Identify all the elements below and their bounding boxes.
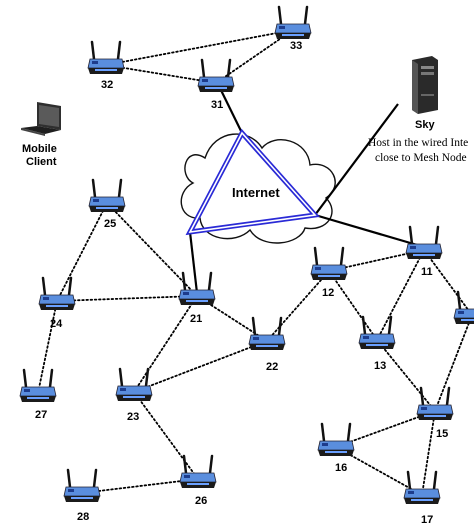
wireless-link-24-21 [56,295,198,302]
router-nodes: 11 12 13 15 16 17 21 22 23 24 25 26 27 28 31 32 33 [18,5,474,526]
wireless-link-21-23 [133,295,198,393]
router-node-26: 26 [178,454,218,507]
wireless-link-25-21 [106,202,198,297]
wired-link-21-triangle_left [188,231,199,294]
router-node-33: 33 [273,5,313,52]
router-label-33: 33 [290,40,302,52]
wireless-link-15-17 [421,410,436,496]
router-node-12: 12 [309,246,349,299]
wireless-router-icon [247,316,287,352]
router-label-31: 31 [211,99,223,111]
router-label-27: 27 [35,409,47,421]
sky-label: Sky [415,119,435,131]
router-label-15: 15 [436,428,448,440]
wireless-link-28-26 [81,478,199,494]
router-node-25: 25 [87,178,127,230]
wired-links [188,79,425,294]
router-label-25: 25 [104,218,116,230]
internet-label: Internet [232,185,280,200]
wireless-link-15-edge [434,314,473,412]
wireless-link-32-33 [105,29,294,66]
router-node-11: 11 [404,225,444,278]
wireless-router-icon [178,454,218,490]
router-node-edge [452,290,474,326]
router-label-21: 21 [190,313,202,325]
server-tower-icon [412,56,438,114]
router-node-27: 27 [18,368,58,421]
router-label-28: 28 [77,511,89,523]
router-label-23: 23 [127,411,139,423]
sky-caption-line1: Host in the wired Inte [368,137,468,149]
router-label-12: 12 [322,287,334,299]
wireless-router-icon [114,367,154,403]
router-node-32: 32 [86,40,126,91]
router-label-22: 22 [266,361,278,373]
internet-backbone-triangle [185,128,320,236]
wireless-router-icon [86,40,126,76]
sky-caption-line2: close to Mesh Node [375,152,467,164]
router-node-23: 23 [114,367,154,423]
router-node-13: 13 [357,315,397,372]
wireless-router-icon [402,470,442,506]
wireless-router-icon [62,468,102,504]
router-node-31: 31 [196,58,236,111]
mobile-client [21,102,61,136]
wireless-router-icon [309,246,349,282]
wireless-router-icon [404,225,444,261]
router-node-15: 15 [415,386,455,440]
wireless-link-13-15 [376,339,436,412]
wireless-router-icon [316,422,356,458]
client-label-line2: Client [26,156,57,168]
router-label-32: 32 [101,79,113,91]
wireless-link-24-27 [37,300,58,394]
wired-link-sky-triangle_right [314,103,399,216]
wireless-links [37,29,473,496]
wireless-link-23-26 [133,391,199,480]
wireless-link-22-23 [133,340,268,393]
wireless-router-icon [18,368,58,404]
router-label-13: 13 [374,360,386,372]
wireless-link-25-24 [56,202,108,302]
wireless-router-icon [37,276,77,312]
wireless-router-icon [196,58,236,94]
router-node-21: 21 [177,271,217,325]
sky-server [412,56,438,114]
wireless-link-11-13 [376,249,425,341]
client-label-line1: Mobile [22,143,57,155]
router-node-16: 16 [316,422,356,474]
laptop-icon [21,102,61,136]
router-node-24: 24 [37,276,77,330]
router-label-26: 26 [195,495,207,507]
router-node-17: 17 [402,470,442,526]
router-node-22: 22 [247,316,287,373]
wireless-link-11-edge [423,249,473,316]
wireless-router-icon [87,178,127,214]
wireless-link-22-12 [266,270,330,342]
wireless-router-icon [273,5,313,41]
wireless-router-icon [415,386,455,422]
router-label-24: 24 [50,318,63,330]
wireless-router-icon [357,315,397,351]
router-label-17: 17 [421,514,433,526]
router-node-28: 28 [62,468,102,523]
wired-link-11-triangle_right [314,213,425,249]
wireless-router-icon [452,290,474,326]
wireless-link-12-13 [328,270,378,341]
router-label-16: 16 [335,462,347,474]
router-label-11: 11 [421,266,433,278]
